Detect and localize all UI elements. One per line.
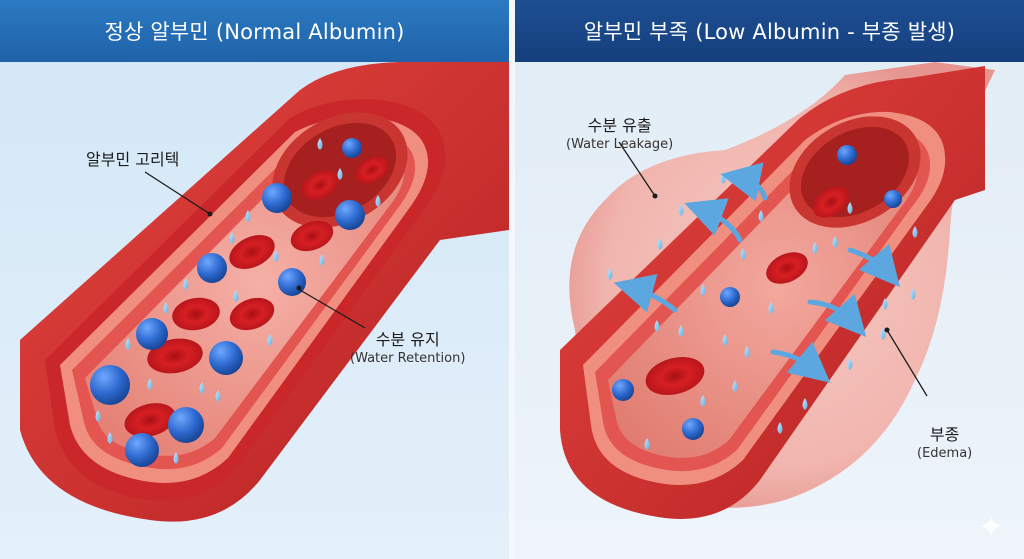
albumin-molecules xyxy=(90,138,365,467)
red-blood-cells xyxy=(645,186,850,396)
normal-vessel-illustration xyxy=(20,62,509,522)
edema-label: 부종 (Edema) xyxy=(917,425,973,461)
low-albumin-panel: 알부민 부족 (Low Albumin - 부종 발생) xyxy=(515,0,1024,559)
leakage-arrows xyxy=(613,162,901,383)
low-albumin-title: 알부민 부족 (Low Albumin - 부종 발생) xyxy=(515,0,1024,62)
panel-divider xyxy=(509,0,515,559)
sparkle-icon xyxy=(980,515,1002,537)
water-retention-label: 수분 유지 (Water Retention) xyxy=(350,330,466,366)
water-drops xyxy=(607,172,918,450)
normal-albumin-title: 정상 알부민 (Normal Albumin) xyxy=(0,0,509,62)
water-drops xyxy=(95,138,381,464)
normal-albumin-panel: 정상 알부민 (Normal Albumin) xyxy=(0,0,509,559)
water-leakage-label: 수분 유출 (Water Leakage) xyxy=(566,116,674,152)
red-blood-cells xyxy=(124,156,389,437)
edema-vessel-illustration xyxy=(560,62,995,519)
albumin-molecules xyxy=(612,145,902,440)
albumin-label: 알부민 고리텍 xyxy=(86,150,180,169)
